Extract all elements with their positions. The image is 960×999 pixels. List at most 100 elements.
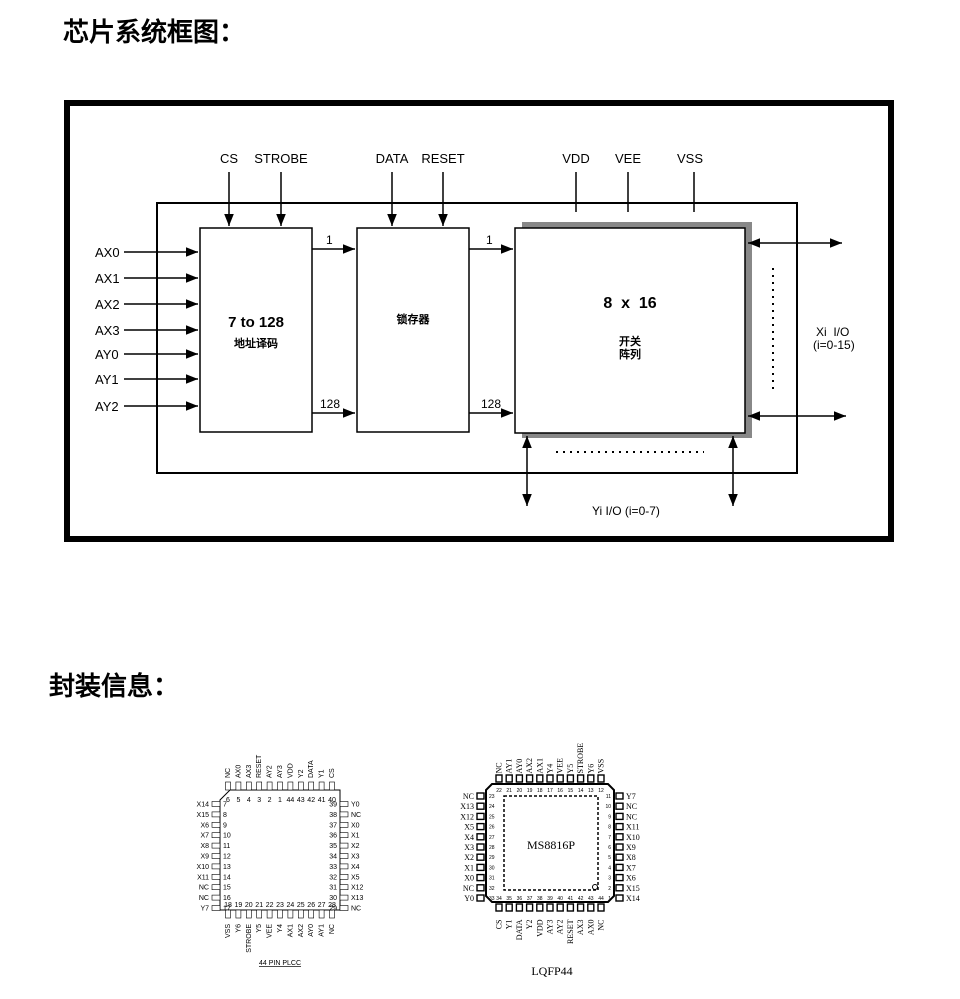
plcc-body xyxy=(219,789,341,911)
input-ax1: AX1 xyxy=(95,271,120,286)
plcc-pin-label-left: X11 xyxy=(197,874,209,881)
plcc-pin-top xyxy=(235,781,242,791)
plcc-pin-label-top: DATA xyxy=(308,760,315,778)
top-signal-wires xyxy=(224,172,695,226)
plcc-pin-number-bottom: 21 xyxy=(255,902,263,909)
lqfp-pin-number-top: 17 xyxy=(547,788,553,794)
lqfp-pin-number-bottom: 41 xyxy=(568,896,574,902)
lqfp-pin-label-top: AX2 xyxy=(525,758,534,774)
lqfp-pin-number-bottom: 43 xyxy=(588,896,594,902)
plcc-pin-number-top: 40 xyxy=(328,797,336,804)
plcc-pin-left xyxy=(211,905,221,911)
plcc-pin-left xyxy=(211,822,221,828)
lqfp-pin-bottom xyxy=(587,903,595,912)
lqfp-pin-label-bottom: VDD xyxy=(535,919,544,937)
plcc-pin-label-bottom: Y4 xyxy=(277,924,284,933)
plcc-pin-left xyxy=(211,801,221,807)
lqfp-pin-label-left: X5 xyxy=(464,823,474,832)
signal-data: DATA xyxy=(376,151,409,166)
lqfp-pin-number-left: 26 xyxy=(489,825,495,831)
lqfp-pin-right xyxy=(615,833,624,841)
plcc-pin-number-top: 2 xyxy=(268,797,272,804)
decoder-block xyxy=(199,227,313,433)
lqfp-pin-number-bottom: 39 xyxy=(547,896,553,902)
plcc-pin-label-top: Y1 xyxy=(319,769,326,778)
plcc-pin-label-left: X14 xyxy=(197,802,210,809)
plcc-pin-number-bottom: 27 xyxy=(318,902,326,909)
lqfp-pin-number-right: 8 xyxy=(608,825,611,831)
lqfp-pin-left xyxy=(476,894,485,902)
lqfp-pin-number-top: 13 xyxy=(588,788,594,794)
lqfp-pin-number-left: 24 xyxy=(489,804,495,810)
plcc-pin-top xyxy=(308,781,314,791)
plcc-pin-label-right: X5 xyxy=(351,874,360,881)
plcc-pin-number-right: 32 xyxy=(329,874,337,881)
lqfp-pin-label-left: X0 xyxy=(464,874,474,883)
lqfp-pin-top xyxy=(566,774,575,783)
plcc-pin-label-top: NC xyxy=(225,768,232,778)
lqfp-pin-number-top: 16 xyxy=(557,788,563,794)
plcc-pin-number-left: 17 xyxy=(223,906,231,913)
lqfp-pin-label-bottom: Y2 xyxy=(525,920,534,930)
bus-label-bottom-a: 128 xyxy=(320,397,340,411)
lqfp-pin-label-left: X12 xyxy=(460,812,474,821)
plcc-pin-right xyxy=(339,894,349,901)
plcc-pin-top xyxy=(225,781,231,791)
plcc-pin-number-right: 38 xyxy=(329,812,337,819)
lqfp-pin-top xyxy=(525,774,534,783)
lqfp-pin-left xyxy=(476,853,485,861)
plcc-pin-number-top: 44 xyxy=(287,797,295,804)
lqfp-die-outline xyxy=(503,795,599,891)
plcc-pin-right xyxy=(339,884,349,890)
lqfp-pin-label-bottom: AX3 xyxy=(576,920,585,936)
lqfp-pin-top xyxy=(556,774,564,783)
lqfp-pin-right xyxy=(615,873,624,882)
plcc-pin-number-top: 1 xyxy=(278,797,282,804)
plcc-pin-number-bottom: 19 xyxy=(235,902,243,909)
plcc-pin-number-top: 4 xyxy=(247,797,251,804)
x-io-range: (i=0-15) xyxy=(813,338,855,352)
plcc-pin-number-bottom: 20 xyxy=(245,902,253,909)
plcc-pin-number-left: 15 xyxy=(223,885,231,892)
latch-label: 锁存器 xyxy=(397,312,431,326)
lqfp-pin-label-right: NC xyxy=(626,802,637,811)
lqfp-pin-top xyxy=(597,774,605,783)
lqfp-pin-left xyxy=(476,884,485,892)
switch-array-label-1: 开关 xyxy=(619,334,641,348)
input-ax3: AX3 xyxy=(95,323,120,338)
lqfp-caption: LQFP44 xyxy=(531,964,572,978)
plcc-pin-number-right: 36 xyxy=(329,833,337,840)
chip-boundary xyxy=(156,202,798,474)
lqfp-pin-number-right: 7 xyxy=(608,835,611,841)
bus-label-top-a: 1 xyxy=(326,233,333,247)
lqfp-pin-label-bottom: RESET xyxy=(566,919,575,944)
plcc-pin-right xyxy=(339,863,349,870)
lqfp-pin-label-right: X14 xyxy=(626,894,640,903)
plcc-pin-top xyxy=(256,781,262,791)
bus-label-top-b: 1 xyxy=(486,233,493,247)
lqfp-pin-number-top: 12 xyxy=(598,788,604,794)
plcc-pin-label-top: VDD xyxy=(287,763,294,778)
lqfp-pin-bottom xyxy=(546,903,554,912)
input-ay1: AY1 xyxy=(95,372,119,387)
lqfp-pin-top xyxy=(536,774,544,783)
signal-vss: VSS xyxy=(677,151,703,166)
lqfp-pin-number-left: 29 xyxy=(489,855,495,861)
plcc-pin-right xyxy=(339,822,349,828)
plcc-pin-number-left: 10 xyxy=(223,833,231,840)
plcc-pin-label-bottom: Y5 xyxy=(256,924,263,933)
lqfp-pin-number-bottom: 42 xyxy=(578,896,584,902)
lqfp-pin-label-bottom: Y1 xyxy=(505,920,514,930)
lqfp-pin-label-top: Y6 xyxy=(586,764,595,774)
plcc-pin-label-top: AX0 xyxy=(235,765,242,778)
plcc-pin-left xyxy=(211,894,221,901)
lqfp-pin-label-left: X1 xyxy=(464,863,474,872)
plcc-pin-right xyxy=(339,832,349,838)
plcc-pin-label-left: X7 xyxy=(200,833,209,840)
lqfp-pin-bottom xyxy=(597,903,605,912)
lqfp-pin-number-left: 33 xyxy=(489,896,495,902)
plcc-pin-number-right: 33 xyxy=(329,864,337,871)
lqfp-pin-number-bottom: 37 xyxy=(527,896,533,902)
plcc-pin-label-right: NC xyxy=(351,906,361,913)
